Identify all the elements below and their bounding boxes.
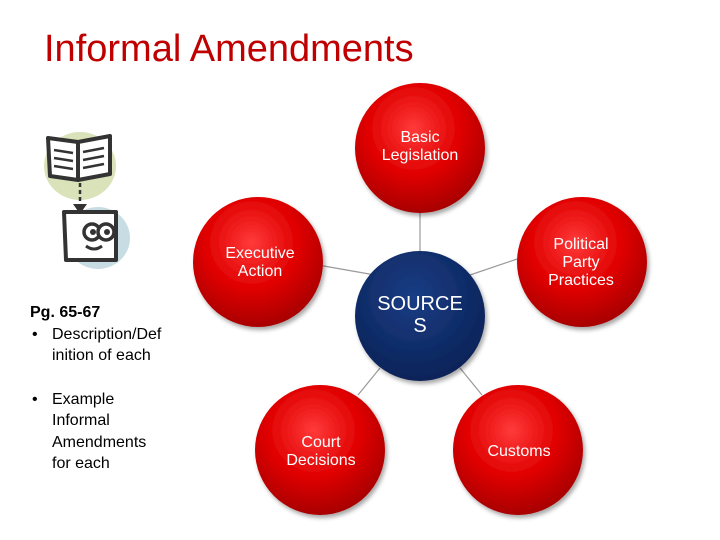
connector-court-decisions — [358, 368, 380, 395]
book-and-person-reading-icon — [38, 128, 134, 274]
political-party-practices-label: Political Party Practices — [548, 236, 614, 290]
notes-bullet-description: Description/Def inition of each — [30, 324, 205, 367]
customs-label: Customs — [487, 443, 550, 461]
basic-legislation-label: Basic Legislation — [382, 129, 459, 165]
executive-action-label: Executive Action — [225, 245, 294, 281]
notes-block: Pg. 65-67 Description/Def inition of eac… — [30, 302, 205, 475]
court-decisions-label: Court Decisions — [286, 434, 355, 470]
connector-political-party — [470, 258, 520, 275]
connector-executive-action — [318, 265, 375, 275]
notes-heading: Pg. 65-67 — [30, 302, 205, 324]
notes-bullet-examples: Example Informal Amendments for each — [30, 389, 205, 475]
connector-customs — [460, 368, 482, 395]
sources-center-label: SOURCE S — [377, 293, 463, 337]
